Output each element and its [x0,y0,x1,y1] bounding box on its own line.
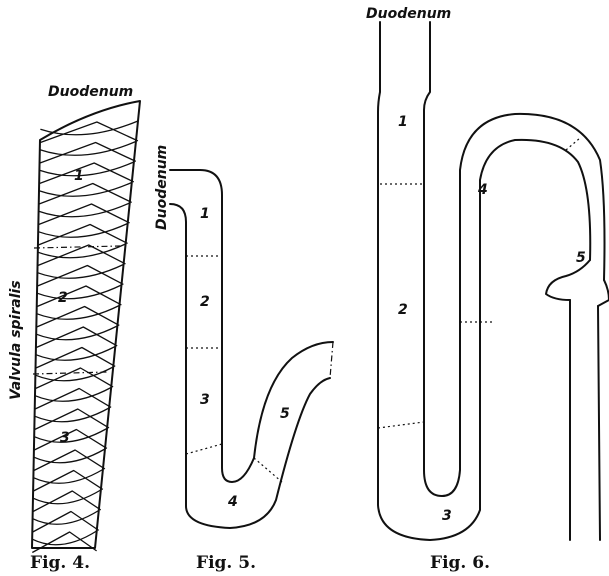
fig4-title: Duodenum [48,84,133,100]
fig4-spiral-ring [32,531,96,553]
fig5-segment-2: 2 [200,294,210,310]
fig5-boundary-4 [254,458,282,482]
fig4-spiral-ring [40,162,134,184]
fig6-segment-5: 5 [576,250,586,266]
fig4-spiral-ring [36,326,117,348]
fig4-spiral-ring [38,265,124,287]
fig6-segment-2: 2 [398,302,408,318]
fig6-boundary-4 [566,138,580,150]
fig4-caption: Fig. 4. [30,553,90,573]
fig4-spiral-ring [34,429,107,451]
fig4-outline [32,101,140,548]
fig6-right-appendage [598,280,609,306]
fig4-segment-3: 3 [60,430,70,446]
fig6-intestine: Duodenum 1 2 3 4 5 Fig. 6. [366,6,609,573]
fig5-segment-5: 5 [280,406,290,422]
fig6-caption: Fig. 6. [430,553,490,573]
fig4-spiral-ring [38,224,127,246]
fig4-spiral-ring [35,408,109,430]
fig5-caption: Fig. 5. [196,553,256,573]
fig5-title: Duodenum [154,145,170,230]
fig6-segment-1: 1 [398,114,408,130]
fig6-left-wall [378,22,590,540]
fig4-segment-2: 2 [58,290,68,306]
fig4-spiral-ring [35,388,111,410]
fig4-rings [32,121,138,553]
fig4-side-label: Valvula spiralis [8,280,24,400]
fig4-spiral-ring [33,511,99,533]
fig4-spiral-ring [36,367,114,389]
fig5-inner-wall [170,204,330,528]
fig4-spiral-ring [39,183,132,205]
fig5-open-end [330,342,333,378]
fig6-left-appendage [546,260,590,300]
fig6-title: Duodenum [366,6,451,22]
fig6-segment-4: 4 [477,182,488,198]
fig4-spiral-valve: Duodenum Valvula spiralis 1 2 3 Fig. 4. [8,84,140,573]
fig6-boundary-2 [378,422,424,428]
fig5-segment-4: 4 [227,494,238,510]
fig4-boundary-1 [34,246,120,248]
fig4-segment-1: 1 [74,168,84,184]
fig5-segment-3: 3 [200,392,210,408]
fig5-outer-wall [170,170,333,482]
fig5-boundary-3 [186,444,222,454]
fig4-spiral-ring [34,449,105,471]
fig5-intestine: Duodenum 1 2 3 4 5 Fig. 5. [154,145,333,573]
fig4-spiral-ring [33,490,101,512]
fig4-spiral-ring [37,285,121,307]
fig4-spiral-ring [34,470,103,492]
fig6-segment-3: 3 [442,508,452,524]
fig4-spiral-ring [37,306,120,328]
fig4-spiral-ring [39,203,130,225]
fig4-spiral-ring [36,347,115,369]
fig4-spiral-ring [40,142,136,164]
fig6-lower-wall-right [598,306,600,540]
fig5-segment-1: 1 [200,206,210,222]
